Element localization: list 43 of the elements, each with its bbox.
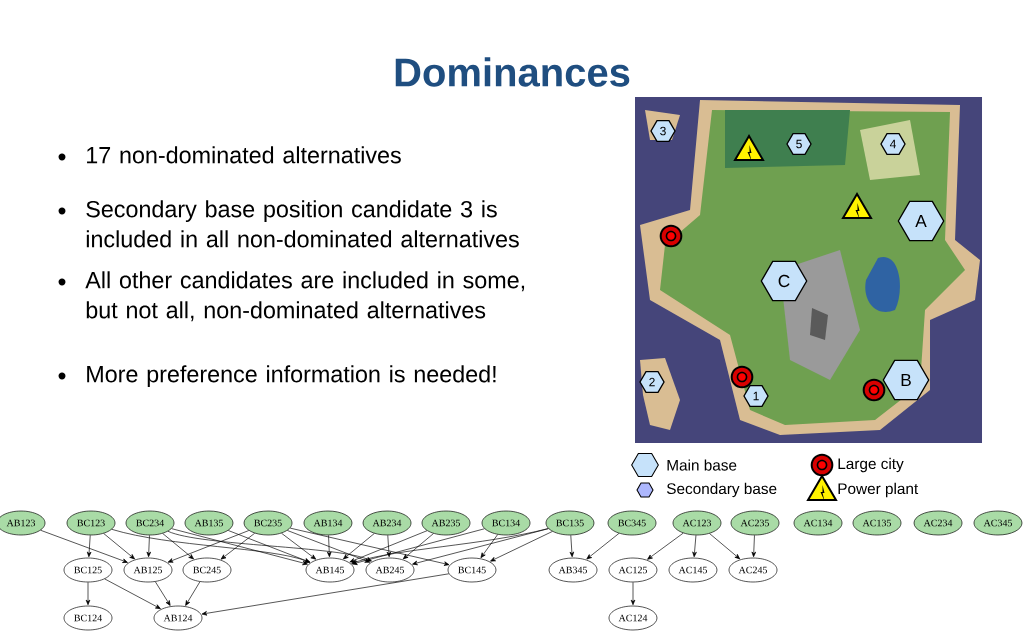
arrow — [228, 530, 311, 563]
legend-label: Large city — [838, 457, 904, 473]
arrow — [586, 533, 620, 560]
legend-label: Main base — [667, 459, 737, 471]
arrow — [40, 529, 128, 563]
bullet-text: More preference information is needed! — [87, 365, 496, 388]
arrow — [386, 535, 392, 558]
bullet-text: All other candidates are included in some, but not all, non-dominated alternatives — [85, 271, 525, 322]
arrow — [146, 535, 151, 558]
arrow — [289, 527, 450, 566]
arrow — [167, 530, 372, 562]
arrow — [480, 534, 498, 559]
arrow — [86, 535, 92, 558]
arrow — [287, 530, 371, 563]
arrow — [412, 528, 549, 566]
arrow — [402, 533, 434, 560]
arrow — [185, 581, 201, 606]
arrow — [155, 581, 171, 606]
arrow — [352, 528, 485, 565]
legend-label: Power plant — [838, 482, 919, 498]
legend-label: Secondary base — [666, 482, 777, 498]
bullet-text: Secondary base position candidate 3 is included in all non-dominated alternatives — [86, 200, 519, 248]
arrow — [281, 532, 317, 560]
arrow — [85, 582, 91, 606]
arrow — [709, 533, 741, 560]
arrow — [490, 531, 553, 562]
arrow — [647, 532, 684, 560]
arrow — [162, 533, 194, 560]
arrow — [327, 535, 332, 558]
title: Dominances — [395, 57, 630, 87]
arrow — [104, 578, 161, 609]
arrow — [201, 573, 450, 616]
arrow — [103, 533, 135, 560]
arrow — [692, 535, 697, 558]
arrow — [220, 532, 255, 560]
arrow — [630, 582, 636, 606]
arrow — [167, 530, 250, 563]
arrow — [171, 528, 308, 566]
arrow — [751, 535, 756, 558]
arrow — [343, 533, 375, 560]
arrow — [569, 535, 575, 558]
bullet-text: 17 non-dominated alternatives — [87, 146, 401, 164]
arrow — [349, 530, 428, 563]
